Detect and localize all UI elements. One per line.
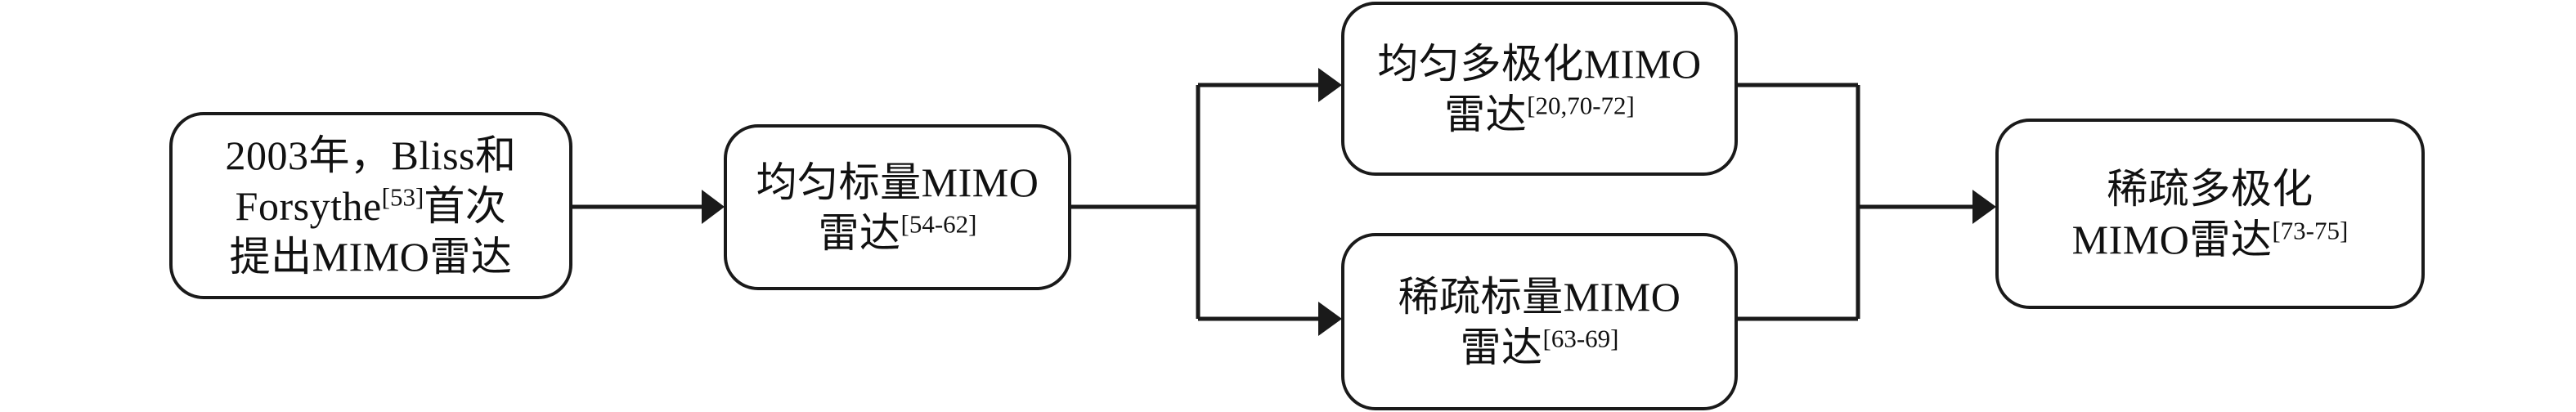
citation-ref: [54-62] xyxy=(900,208,977,238)
arrowhead-sparse-scalar xyxy=(1318,302,1342,336)
node-mimo-radar-origin[interactable]: 2003年，Bliss和 Forsythe[53]首次 提出MIMO雷达 xyxy=(169,112,572,299)
node-line: Forsythe[53]首次 xyxy=(236,181,507,231)
node-sparse-scalar-mimo-radar[interactable]: 稀疏标量MIMO 雷达[63-69] xyxy=(1341,233,1738,410)
citation-ref: [53] xyxy=(381,181,424,211)
citation-ref: [63-69] xyxy=(1542,323,1619,352)
node-line: 雷达[63-69] xyxy=(1461,322,1619,373)
node-uniform-polarimetric-mimo-radar[interactable]: 均匀多极化MIMO 雷达[20,70-72] xyxy=(1341,2,1738,176)
node-line: 稀疏标量MIMO xyxy=(1398,273,1681,320)
node-line-text: 雷达 xyxy=(1460,324,1543,370)
node-line-text: 雷达 xyxy=(1444,91,1528,137)
citation-ref: [20,70-72] xyxy=(1527,90,1635,119)
node-line: 2003年，Bliss和 xyxy=(225,132,517,178)
node-line: MIMO雷达[73-75] xyxy=(2072,214,2349,265)
node-line-tail: 首次 xyxy=(424,182,507,229)
node-sparse-polarimetric-mimo-radar[interactable]: 稀疏多极化 MIMO雷达[73-75] xyxy=(1995,119,2425,309)
arrowhead-sparse-polarimetric xyxy=(1972,190,1996,224)
node-uniform-scalar-mimo-radar[interactable]: 均匀标量MIMO 雷达[54-62] xyxy=(724,124,1071,290)
node-line: 均匀多极化MIMO xyxy=(1377,40,1702,87)
node-line: 稀疏多极化 xyxy=(2107,165,2313,212)
arrowhead-uniform-polarimetric xyxy=(1318,68,1342,102)
arrowhead-uniform-scalar xyxy=(702,190,725,224)
node-line-text: 雷达 xyxy=(818,209,901,256)
node-line: 均匀标量MIMO xyxy=(756,159,1039,205)
node-line-text: MIMO雷达 xyxy=(2071,216,2273,262)
node-line: 雷达[54-62] xyxy=(819,208,977,258)
node-line: 提出MIMO雷达 xyxy=(229,233,513,280)
node-line-text: Forsythe xyxy=(235,182,382,229)
citation-ref: [73-75] xyxy=(2272,215,2349,244)
node-line: 雷达[20,70-72] xyxy=(1444,89,1635,140)
